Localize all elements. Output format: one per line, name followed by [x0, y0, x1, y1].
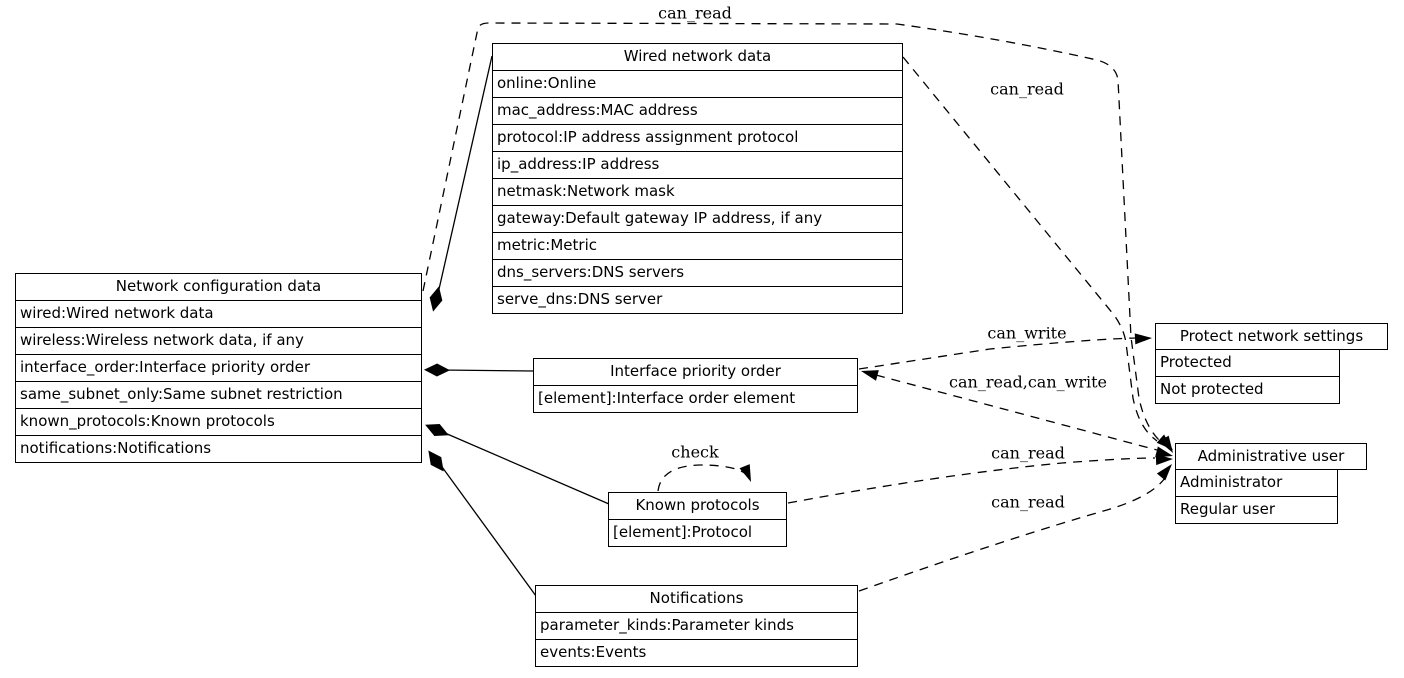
- node-row: interface_order:Interface priority order: [15, 354, 422, 382]
- node-network-configuration-data: Network configuration data wired:Wired n…: [15, 273, 422, 463]
- edge-ncd-known-composition: [437, 429, 610, 505]
- node-row: notifications:Notifications: [15, 435, 422, 463]
- edge-known-admin-can-read: [787, 457, 1156, 504]
- node-interface-priority-order: Interface priority order [element]:Inter…: [533, 358, 858, 413]
- node-protect-network-settings: Protect network settings Protected Not p…: [1155, 323, 1388, 404]
- node-row: wired:Wired network data: [15, 300, 422, 328]
- edge-label-known-admin-can-read: can_read: [991, 443, 1065, 463]
- node-row: mac_address:MAC address: [492, 97, 903, 125]
- node-row: Protected: [1155, 349, 1340, 377]
- node-known-protocols: Known protocols [element]:Protocol: [608, 492, 787, 547]
- node-wired-network-data: Wired network data online:Online mac_add…: [492, 43, 903, 314]
- node-row: serve_dns:DNS server: [492, 286, 903, 314]
- node-title: Interface priority order: [533, 358, 858, 386]
- node-title: Protect network settings: [1155, 323, 1388, 350]
- edge-label-notif-admin-can-read: can_read: [991, 492, 1065, 512]
- node-row: same_subnet_only:Same subnet restriction: [15, 381, 422, 409]
- arrowhead-icon: [1156, 464, 1172, 481]
- node-title: Network configuration data: [15, 273, 422, 301]
- arrowhead-icon: [1159, 435, 1173, 453]
- edge-notif-admin-can-read: [858, 477, 1166, 592]
- edge-label-ncd-admin-can-read: can_read: [658, 3, 732, 23]
- edge-ncd-notif-composition: [436, 459, 537, 597]
- edge-ipo-admin-can-read-can-write: [875, 374, 1158, 451]
- node-row: [element]:Protocol: [608, 519, 787, 547]
- node-row: metric:Metric: [492, 232, 903, 260]
- arrowhead-icon: [1134, 333, 1152, 345]
- composition-diamond-icon: [429, 286, 443, 312]
- node-title: Administrative user: [1175, 443, 1367, 470]
- arrowhead-icon: [1155, 446, 1173, 458]
- arrowhead-icon: [861, 370, 879, 381]
- node-row: known_protocols:Known protocols: [15, 408, 422, 436]
- edge-ncd-admin-can-read: [422, 22, 1168, 448]
- edge-ncd-wired-composition: [436, 55, 493, 299]
- edge-ipo-protect-can-write: [858, 337, 1137, 370]
- node-row: online:Online: [492, 70, 903, 98]
- edge-known-self-check: [657, 464, 751, 492]
- node-administrative-user: Administrative user Administrator Regula…: [1175, 443, 1367, 524]
- arrowhead-icon: [1155, 454, 1173, 466]
- node-row: [element]:Interface order element: [533, 385, 858, 413]
- node-row: dns_servers:DNS servers: [492, 259, 903, 287]
- node-title: Known protocols: [608, 492, 787, 520]
- node-row: protocol:IP address assignment protocol: [492, 124, 903, 152]
- node-row: gateway:Default gateway IP address, if a…: [492, 205, 903, 233]
- node-row: Not protected: [1155, 376, 1340, 404]
- edge-ncd-ipo-composition: [439, 369, 535, 372]
- edge-label-wired-admin-can-read: can_read: [990, 79, 1064, 99]
- node-row: Regular user: [1175, 496, 1338, 524]
- composition-diamond-icon: [428, 450, 444, 472]
- edge-label-ipo-admin-can-read-can-write: can_read,can_write: [949, 372, 1107, 392]
- arrowhead-icon: [739, 464, 751, 482]
- node-row: parameter_kinds:Parameter kinds: [535, 612, 858, 640]
- node-title: Wired network data: [492, 43, 903, 71]
- edge-label-ipo-protect-can-write: can_write: [987, 323, 1067, 343]
- composition-diamond-icon: [425, 424, 449, 436]
- composition-diamond-icon: [424, 363, 450, 377]
- node-row: ip_address:IP address: [492, 151, 903, 179]
- edge-label-known-self-check: check: [671, 442, 719, 462]
- node-row: netmask:Network mask: [492, 178, 903, 206]
- edge-wired-admin-can-read: [902, 56, 1158, 442]
- node-title: Notifications: [535, 585, 858, 613]
- node-row: Administrator: [1175, 469, 1338, 497]
- node-notifications: Notifications parameter_kinds:Parameter …: [535, 585, 858, 667]
- node-row: events:Events: [535, 639, 858, 667]
- node-row: wireless:Wireless network data, if any: [15, 327, 422, 355]
